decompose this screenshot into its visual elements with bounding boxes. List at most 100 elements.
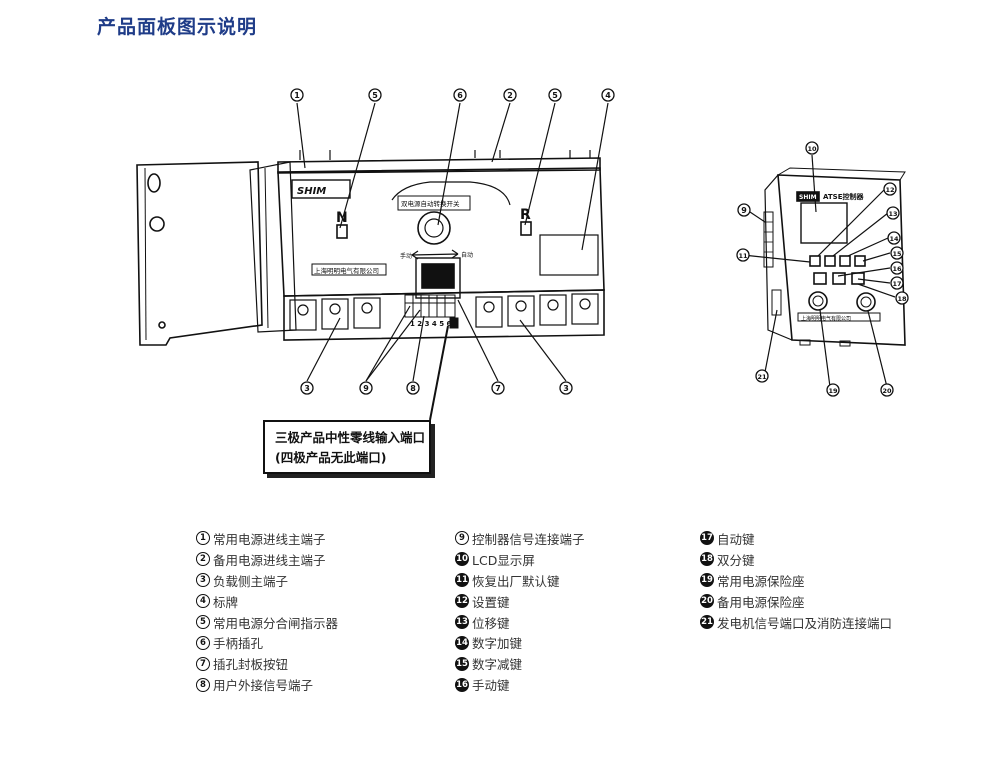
legend-number: 10 (455, 552, 469, 567)
legend-number: 18 (700, 552, 714, 567)
manual-label: 手动 (400, 252, 412, 260)
legend-label: 备用电源保险座 (717, 594, 805, 610)
legend-label: 用户外接信号端子 (213, 678, 314, 694)
controller-model: ATSE控制器 (823, 192, 864, 201)
controller-brand: SHIM (799, 194, 817, 201)
callout-controller-10: 10 (805, 141, 819, 155)
callout-controller-11: 11 (736, 248, 750, 262)
legend-number: 12 (455, 594, 469, 609)
svg-text:5: 5 (372, 91, 378, 100)
indicator-r-label: R (520, 207, 531, 223)
legend-number: 5 (196, 615, 210, 629)
svg-text:13: 13 (888, 210, 897, 218)
callout-controller-16: 16 (890, 261, 904, 275)
ats-controller-body (763, 167, 906, 347)
legend-label: LCD显示屏 (472, 552, 535, 568)
indicator-n-label: N (336, 210, 348, 226)
svg-text:18: 18 (897, 295, 907, 303)
controller-company: 上海明明电气有限公司 (801, 315, 851, 322)
svg-text:7: 7 (495, 384, 501, 393)
svg-text:3: 3 (563, 384, 569, 393)
svg-text:2: 2 (507, 91, 513, 100)
callout-top-4: 4 (601, 88, 615, 102)
legend-number: 15 (455, 656, 469, 671)
legend-number: 6 (196, 635, 210, 650)
legend-number: 13 (455, 615, 469, 629)
callout-controller-19: 19 (826, 383, 840, 397)
svg-text:15: 15 (892, 250, 902, 258)
page-title: 产品面板图示说明 (97, 16, 258, 38)
svg-text:9: 9 (741, 206, 747, 215)
callout-controller-12: 12 (883, 182, 897, 196)
legend-number: 1 (196, 531, 210, 546)
callout-bottom-3: 3 (300, 381, 314, 395)
callout-bottom-9: 9 (359, 381, 373, 395)
callout-bottom-7: 7 (491, 381, 505, 395)
svg-text:17: 17 (892, 280, 901, 288)
legend-label: 数字加键 (472, 636, 523, 652)
callout-top-2: 2 (503, 88, 517, 102)
legend-number: 19 (700, 573, 714, 588)
legend-number: 7 (196, 656, 210, 671)
legend-label: 常用电源分合闸指示器 (213, 615, 339, 631)
legend-number: 17 (700, 531, 714, 546)
legend-label: 标牌 (213, 594, 239, 610)
callout-controller-15: 15 (890, 246, 904, 260)
callout-bottom-3: 3 (559, 381, 573, 395)
svg-text:20: 20 (882, 387, 892, 395)
callout-top-5: 5 (368, 88, 382, 102)
leader-lines (296, 102, 896, 421)
load-terminals-left (289, 297, 381, 331)
svg-text:10: 10 (807, 145, 817, 153)
load-terminals-right (475, 293, 599, 328)
callout-controller-17: 17 (890, 276, 904, 290)
svg-text:11: 11 (738, 252, 748, 260)
callout-top-1: 1 (290, 88, 304, 102)
terminal-digits: 1 2 3 4 5 6 (410, 320, 452, 328)
legend-label: 数字减键 (472, 657, 523, 673)
auto-label: 自动 (461, 251, 473, 259)
svg-text:19: 19 (828, 387, 838, 395)
legend-label: 负载侧主端子 (213, 573, 289, 589)
note-line-1: 三极产品中性零线输入端口 (275, 430, 426, 445)
svg-text:16: 16 (892, 265, 902, 273)
callout-controller-9: 9 (737, 203, 751, 217)
neutral-port-note: 三极产品中性零线输入端口 (四极产品无此端口) (263, 420, 431, 474)
legend-label: 自动键 (717, 531, 755, 547)
svg-text:9: 9 (363, 384, 369, 393)
legend-label: 常用电源进线主端子 (213, 531, 326, 547)
callout-controller-18: 18 (895, 291, 909, 305)
svg-text:1: 1 (294, 91, 300, 100)
callout-controller-13: 13 (886, 206, 900, 220)
legend-number: 16 (455, 677, 469, 692)
legend-number: 2 (196, 552, 210, 567)
callout-top-6: 6 (453, 88, 467, 102)
signal-terminal-block (404, 294, 459, 329)
switch-company-label: 上海明明电气有限公司 (314, 266, 379, 275)
legend-label: 插孔封板按钮 (213, 657, 289, 673)
note-line-2: (四极产品无此端口) (275, 450, 387, 465)
svg-text:21: 21 (757, 373, 767, 381)
legend-label: 设置键 (472, 594, 510, 610)
callout-controller-20: 20 (880, 383, 894, 397)
legend-number: 11 (455, 573, 469, 588)
legend-number: 21 (700, 615, 714, 629)
